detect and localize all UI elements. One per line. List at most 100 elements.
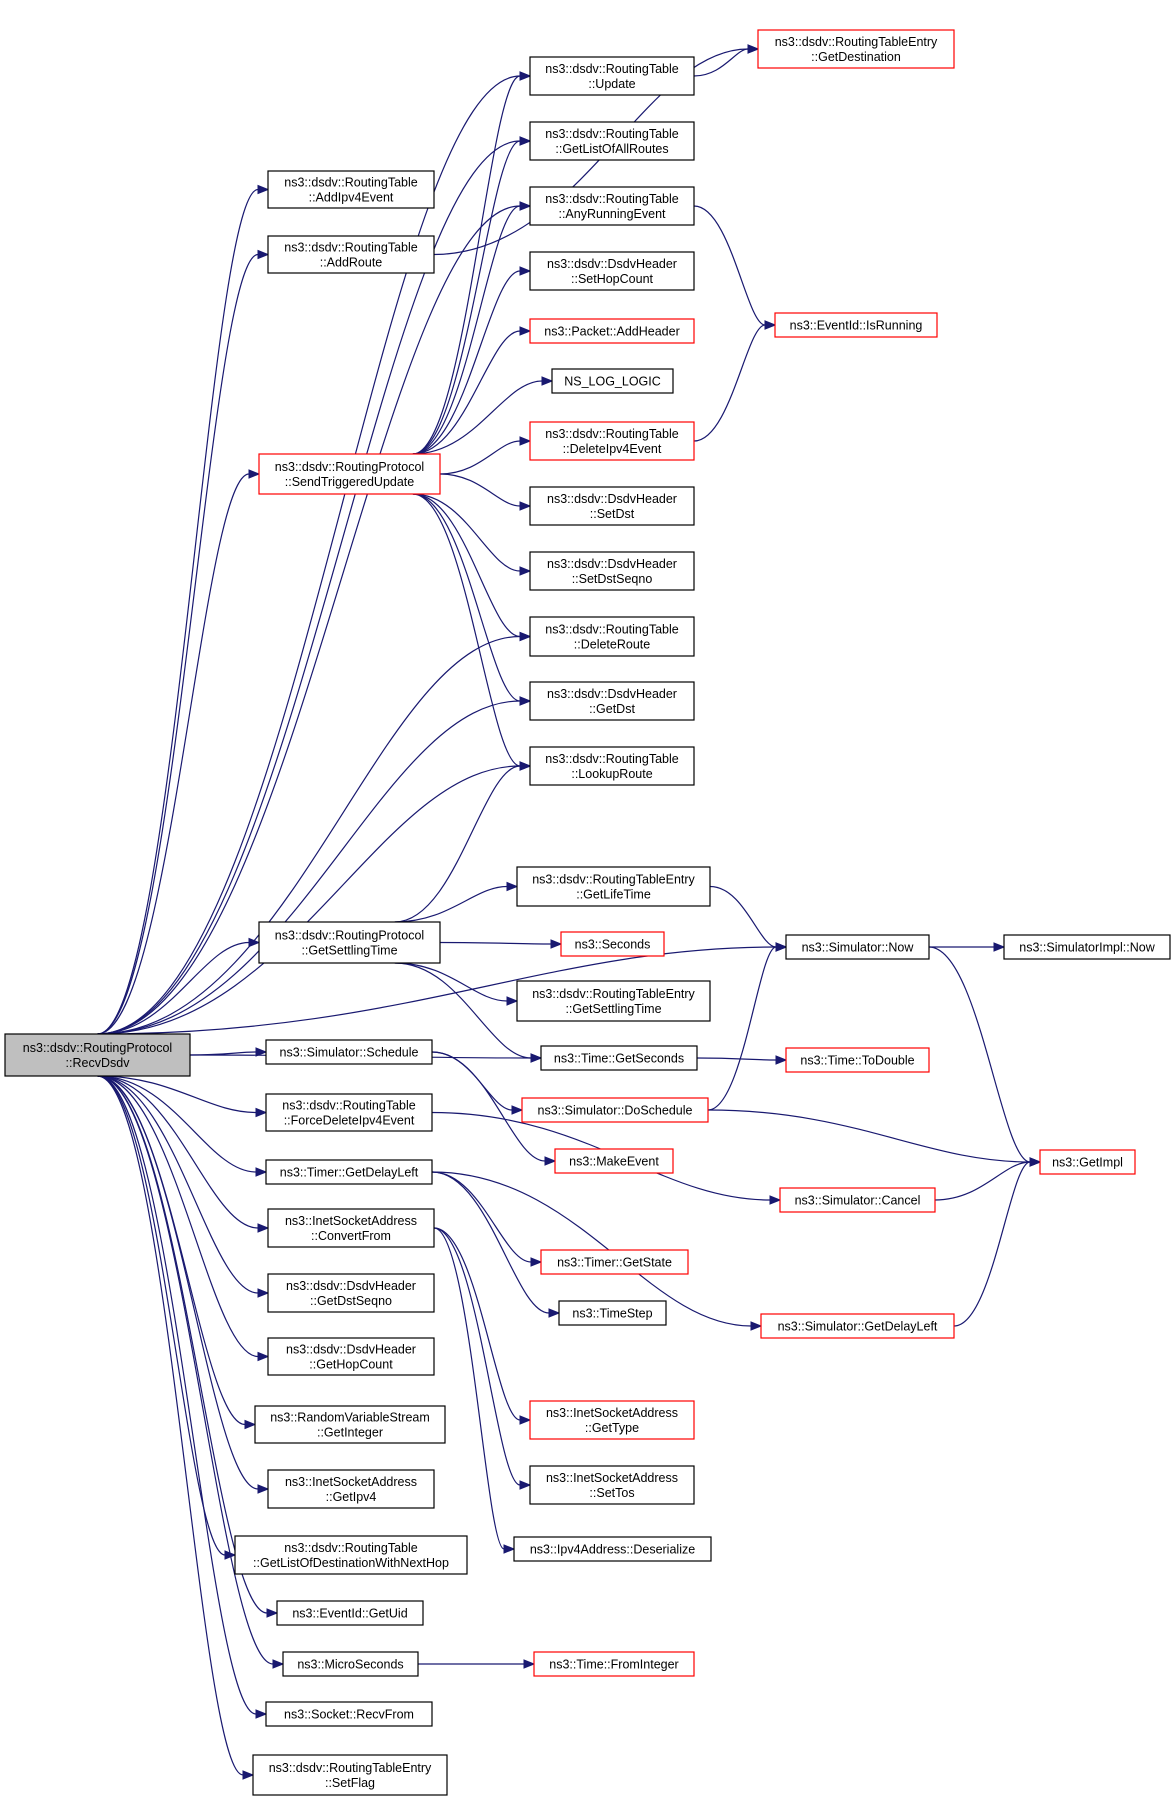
node-box [267, 1208, 435, 1248]
node-settos[interactable]: ns3::InetSocketAddress::SetTos [529, 1465, 695, 1505]
edge-recvdsdv-to-gethopcount [97, 1075, 270, 1362]
edge-line [97, 473, 250, 1035]
node-convertfrom[interactable]: ns3::InetSocketAddress::ConvertFrom [267, 1208, 435, 1248]
node-doschedule[interactable]: ns3::Simulator::DoSchedule [521, 1097, 709, 1123]
node-getseconds[interactable]: ns3::Time::GetSeconds [540, 1045, 698, 1071]
edge-arrowhead [530, 1257, 543, 1267]
node-update[interactable]: ns3::dsdv::RoutingTable::Update [529, 56, 695, 96]
edge-sendtriggered-to-update [412, 71, 532, 455]
node-getdelayleft[interactable]: ns3::Timer::GetDelayLeft [265, 1159, 433, 1185]
edge-line [412, 75, 521, 455]
node-getstate[interactable]: ns3::Timer::GetState [540, 1249, 689, 1275]
edge-getsettling-to-getsettlingentry [394, 962, 519, 1006]
edge-line [433, 1227, 521, 1421]
node-addipv4event[interactable]: ns3::dsdv::RoutingTable::AddIpv4Event [267, 170, 435, 209]
node-simgetdelay[interactable]: ns3::Simulator::GetDelayLeft [760, 1313, 955, 1339]
node-label-line: ns3::TimeStep [572, 1307, 652, 1321]
node-label-line: ns3::InetSocketAddress [285, 1475, 417, 1489]
node-timestep[interactable]: ns3::TimeStep [558, 1300, 667, 1326]
edge-line [412, 493, 521, 638]
edge-update-to-getdestination [693, 44, 760, 77]
edge-recvdsdv-to-forcedelete [97, 1075, 268, 1118]
node-addroute[interactable]: ns3::dsdv::RoutingTable::AddRoute [267, 235, 435, 274]
node-getdst[interactable]: ns3::dsdv::DsdvHeader::GetDst [529, 681, 695, 721]
edge-arrowhead [519, 761, 532, 771]
node-getuid[interactable]: ns3::EventId::GetUid [276, 1600, 424, 1626]
node-setdstseqno[interactable]: ns3::dsdv::DsdvHeader::SetDstSeqno [529, 551, 695, 591]
node-gethopcount[interactable]: ns3::dsdv::DsdvHeader::GetHopCount [267, 1337, 435, 1376]
node-isrunning[interactable]: ns3::EventId::IsRunning [774, 312, 938, 338]
edge-line [97, 941, 250, 1035]
node-label-line: ::AddRoute [320, 256, 383, 270]
edge-recvdsdv-to-getipv4 [97, 1075, 270, 1494]
node-deserialize[interactable]: ns3::Ipv4Address::Deserialize [513, 1536, 712, 1562]
node-cancel[interactable]: ns3::Simulator::Cancel [779, 1187, 936, 1213]
node-label-line: ns3::Simulator::Now [802, 941, 915, 955]
node-box [529, 121, 695, 161]
edge-line [696, 1057, 777, 1061]
node-seconds[interactable]: ns3::Seconds [560, 931, 665, 957]
node-label-line: ns3::Ipv4Address::Deserialize [530, 1543, 695, 1557]
node-label-line: ns3::dsdv::RoutingProtocol [275, 929, 424, 943]
node-recvdsdv[interactable]: ns3::dsdv::RoutingProtocol::RecvDsdv [4, 1033, 191, 1077]
edge-recvdsdv-to-setflag [97, 1075, 255, 1780]
edge-microseconds-to-fromint [417, 1659, 536, 1669]
edge-arrowhead [530, 1053, 543, 1063]
edge-recvdsdv-to-addipv4event [97, 184, 270, 1035]
node-box [258, 921, 441, 964]
edge-sendtriggered-to-setdst [439, 473, 532, 511]
edge-recvdsdv-to-getdstseqno [97, 1075, 270, 1298]
node-sethopcount[interactable]: ns3::dsdv::DsdvHeader::SetHopCount [529, 251, 695, 291]
edge-line [412, 205, 521, 455]
node-getsettlingentry[interactable]: ns3::dsdv::RoutingTableEntry::GetSettlin… [516, 980, 711, 1022]
node-getsettling[interactable]: ns3::dsdv::RoutingProtocol::GetSettlingT… [258, 921, 441, 964]
edge-arrowhead [775, 942, 788, 952]
edge-arrowhead [242, 1770, 255, 1780]
node-simnow[interactable]: ns3::Simulator::Now [785, 934, 930, 960]
node-label-line: ::GetType [585, 1421, 639, 1435]
node-label-line: ns3::dsdv::DsdvHeader [547, 687, 677, 701]
node-recvfrom[interactable]: ns3::Socket::RecvFrom [265, 1701, 433, 1727]
edge-line [394, 765, 521, 923]
node-deleteroute[interactable]: ns3::dsdv::RoutingTable::DeleteRoute [529, 616, 695, 657]
node-setflag[interactable]: ns3::dsdv::RoutingTableEntry::SetFlag [252, 1754, 448, 1796]
edge-line [97, 635, 521, 1035]
node-microseconds[interactable]: ns3::MicroSeconds [282, 1651, 419, 1677]
node-lookuproute[interactable]: ns3::dsdv::RoutingTable::LookupRoute [529, 746, 695, 786]
edge-arrowhead [255, 1167, 268, 1177]
edge-line [439, 440, 521, 475]
node-setdst[interactable]: ns3::dsdv::DsdvHeader::SetDst [529, 486, 695, 526]
node-todouble[interactable]: ns3::Time::ToDouble [785, 1047, 930, 1073]
node-getinteger[interactable]: ns3::RandomVariableStream::GetInteger [254, 1405, 446, 1444]
node-nslog[interactable]: NS_LOG_LOGIC [551, 368, 674, 394]
edge-line [97, 946, 777, 1035]
edge-line [97, 1075, 244, 1776]
node-anyrunning[interactable]: ns3::dsdv::RoutingTable::AnyRunningEvent [529, 186, 695, 226]
node-gettype[interactable]: ns3::InetSocketAddress::GetType [529, 1400, 695, 1440]
edge-arrowhead [1029, 1157, 1042, 1167]
node-makeevent[interactable]: ns3::MakeEvent [554, 1148, 674, 1174]
node-schedule[interactable]: ns3::Simulator::Schedule [265, 1039, 433, 1065]
edge-recvdsdv-to-lookuproute [97, 761, 532, 1035]
node-addheader[interactable]: ns3::Packet::AddHeader [529, 318, 695, 344]
node-getdstseqno[interactable]: ns3::dsdv::DsdvHeader::GetDstSeqno [267, 1273, 435, 1313]
node-forcedelete[interactable]: ns3::dsdv::RoutingTable::ForceDeleteIpv4… [265, 1093, 433, 1132]
edge-arrowhead [255, 1047, 268, 1057]
node-deleteipv4[interactable]: ns3::dsdv::RoutingTable::DeleteIpv4Event [529, 421, 695, 461]
node-getlistall[interactable]: ns3::dsdv::RoutingTable::GetListOfAllRou… [529, 121, 695, 161]
edge-line [707, 946, 777, 1111]
edge-line [412, 330, 521, 455]
edge-arrowhead [244, 1419, 257, 1430]
node-label-line: ns3::dsdv::RoutingTable [284, 241, 417, 255]
node-sendtriggered[interactable]: ns3::dsdv::RoutingProtocol::SendTriggere… [258, 453, 441, 495]
node-simimplnow[interactable]: ns3::SimulatorImpl::Now [1003, 934, 1171, 960]
node-getipv4[interactable]: ns3::InetSocketAddress::GetIpv4 [267, 1469, 435, 1509]
node-getimpl[interactable]: ns3::GetImpl [1039, 1149, 1136, 1175]
node-getdestination[interactable]: ns3::dsdv::RoutingTableEntry::GetDestina… [757, 29, 955, 69]
edge-sendtriggered-to-sethopcount [412, 266, 532, 455]
node-fromint[interactable]: ns3::Time::FromInteger [533, 1651, 695, 1677]
node-getlistdest[interactable]: ns3::dsdv::RoutingTable::GetListOfDestin… [234, 1535, 468, 1575]
edge-line [394, 962, 508, 1002]
node-label-line: ns3::dsdv::RoutingTable [284, 176, 417, 190]
node-getlifetime[interactable]: ns3::dsdv::RoutingTableEntry::GetLifeTim… [516, 866, 711, 907]
